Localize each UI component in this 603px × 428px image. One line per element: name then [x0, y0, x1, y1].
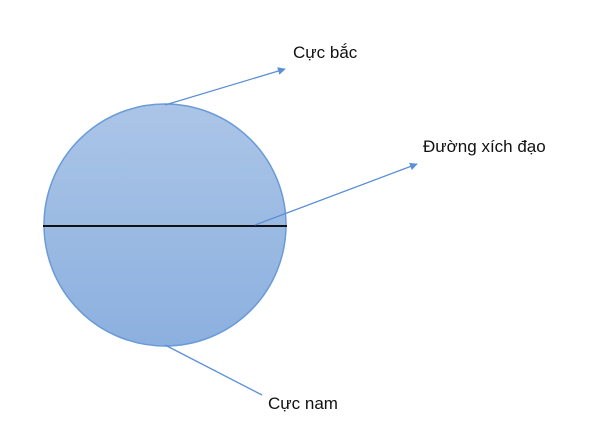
equator-arrow	[254, 162, 418, 226]
north-pole-label: Cực bắc	[293, 43, 358, 62]
south-pole-pointer	[164, 344, 263, 396]
south-pole-label: Cực nam	[268, 394, 338, 413]
equator-label: Đường xích đạo	[423, 137, 546, 156]
north-pole-arrow	[164, 67, 286, 106]
